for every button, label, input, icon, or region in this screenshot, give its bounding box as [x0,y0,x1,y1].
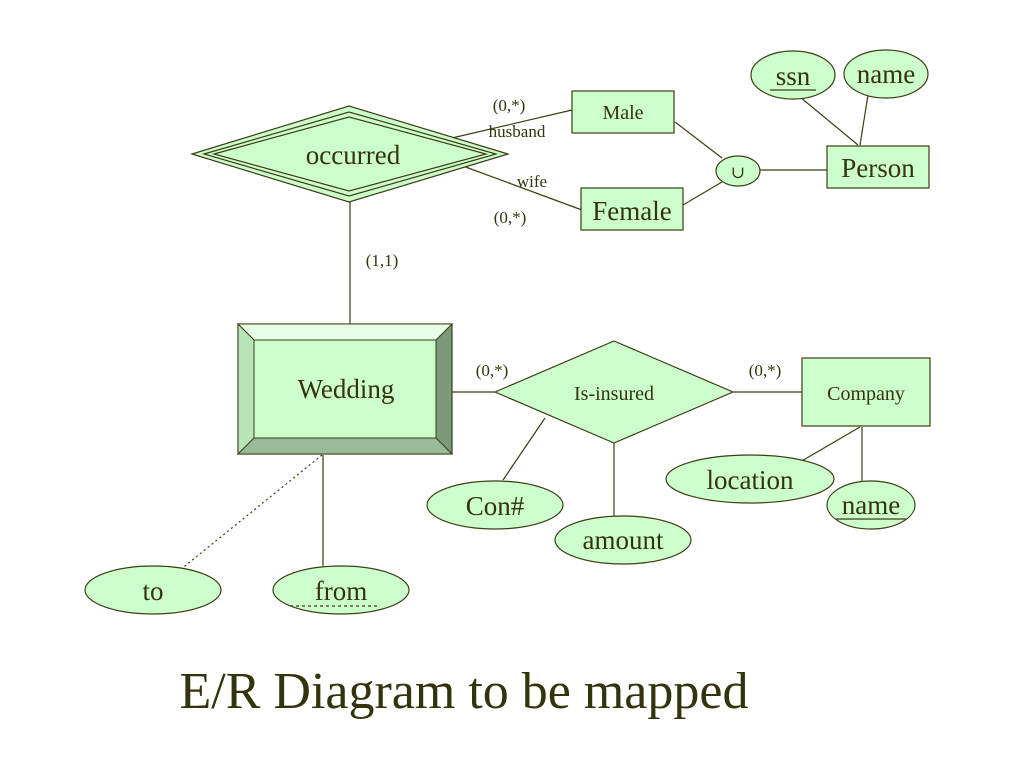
cardinality-occurred-wedding: (1,1) [366,251,399,270]
attribute-con-num: Con# [426,480,564,530]
location-label: location [707,465,794,495]
entity-person: Person [826,145,930,189]
relationship-is-insured: Is-insured [493,340,735,444]
line-company-location [799,426,861,463]
from-label: from [315,576,367,606]
amount-label: amount [583,525,664,555]
attribute-company-name: name [826,480,916,530]
cardinality-husband: (0,*) [493,96,526,115]
line-wedding-to [179,454,323,571]
company-name-label: name [842,490,900,520]
cardinality-wife: (0,*) [494,208,527,227]
attribute-location: location [665,454,835,504]
entity-company: Company [801,357,931,427]
attribute-to: to [84,565,222,615]
entity-wedding: Wedding [236,322,454,456]
ssn-label: ssn [776,61,811,91]
line-insured-con [502,417,546,481]
line-occurred-male [451,109,573,139]
wedding-label: Wedding [298,374,395,404]
union-symbol: ∪ [731,163,745,182]
union-circle: ∪ [715,155,761,187]
to-label: to [142,576,163,606]
line-male-union [674,121,723,159]
entity-male: Male [571,90,675,134]
attribute-ssn: ssn [750,50,836,100]
line-ssn-person [799,96,859,146]
attribute-from: from [272,565,410,615]
occurred-label: occurred [306,140,401,170]
relationship-occurred: occurred [189,105,511,203]
entity-female: Female [580,187,684,231]
person-label: Person [841,153,915,183]
line-female-union [682,181,723,206]
female-label: Female [592,196,671,226]
company-label: Company [827,383,905,405]
line-occurred-female [451,161,583,211]
cardinality-insured-company: (0,*) [749,361,782,380]
attribute-person-name: name [843,49,929,99]
cardinality-wedding-insured: (0,*) [476,361,509,380]
role-husband: husband [489,122,546,141]
attribute-amount: amount [554,515,692,565]
line-name-person [859,94,869,146]
role-wife: wife [517,172,547,191]
person-name-label: name [857,59,915,89]
male-label: Male [602,102,643,124]
connector-lines [179,94,869,571]
page-title: E/R Diagram to be mapped [179,663,749,720]
is-insured-label: Is-insured [574,383,654,405]
con-num-label: Con# [466,491,525,521]
